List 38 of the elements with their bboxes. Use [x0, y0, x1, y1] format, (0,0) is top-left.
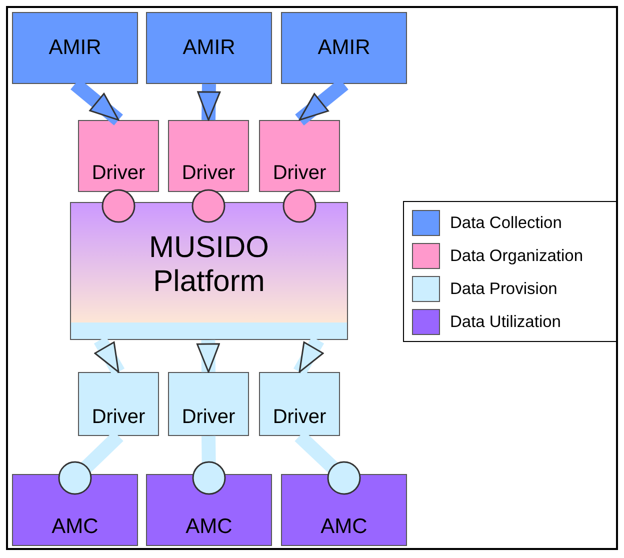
component-box: [12, 474, 138, 546]
component-box: [146, 12, 272, 84]
plug-connector: [102, 189, 136, 223]
component-box: [259, 120, 340, 192]
node-label: AMC: [186, 514, 232, 539]
component-box: [281, 474, 407, 546]
arrow: [293, 336, 324, 376]
node-label: Driver: [92, 406, 146, 429]
component-box: [146, 474, 272, 546]
node-label: Driver: [272, 406, 326, 429]
arrow: [196, 340, 220, 373]
component-box: [281, 12, 407, 84]
node-label: AMIR: [318, 36, 370, 60]
node-label: MUSIDO Platform: [148, 230, 270, 300]
node-label: Driver: [182, 162, 236, 185]
plug-connector: [192, 436, 226, 495]
arrow: [197, 84, 221, 121]
component-box: [168, 120, 249, 192]
platform-box: [70, 202, 348, 340]
component-box: [78, 372, 159, 436]
legend-label: Data Collection: [450, 214, 562, 232]
node-label: AMC: [52, 514, 98, 539]
plug-connector: [192, 189, 226, 223]
component-box: [259, 372, 340, 436]
node-label: AMC: [320, 514, 368, 539]
node-label: Driver: [92, 162, 146, 185]
legend-label: Data Organization: [450, 246, 583, 266]
node-label: AMIR: [182, 36, 236, 60]
component-box: [168, 372, 249, 436]
legend-label: Data Provision: [450, 280, 558, 298]
arrow: [94, 336, 125, 376]
plug-connector: [282, 189, 316, 223]
component-box: [12, 12, 138, 84]
legend-label: Data Utilization: [450, 312, 561, 332]
component-box: [78, 120, 159, 192]
node-label: Driver: [182, 406, 236, 429]
node-label: Driver: [272, 162, 326, 185]
node-label: AMIR: [48, 36, 102, 60]
